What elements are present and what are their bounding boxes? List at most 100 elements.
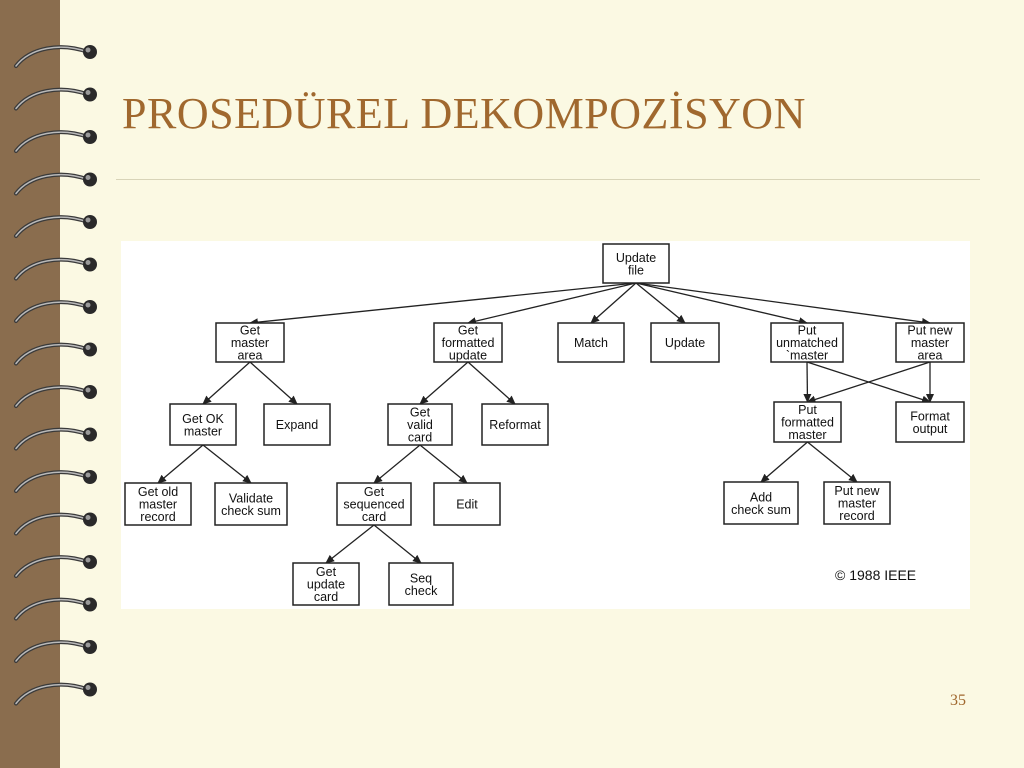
edge-get-master-area-to-expand (249, 361, 298, 405)
spiral-ring (14, 215, 97, 238)
node-label-line: Put new (907, 324, 953, 338)
edge-get-valid-card-to-get-sequenced-card (373, 444, 421, 484)
spiral-ring (14, 682, 97, 706)
spiral-ring (14, 555, 97, 578)
node-label-line: Put (798, 403, 817, 417)
node-reformat: Reformat (481, 403, 549, 446)
spiral-ring (14, 597, 97, 621)
node-match: Match (557, 322, 625, 363)
node-label-line: Get (316, 565, 337, 579)
node-label-line: master (911, 336, 949, 350)
spiral-ring (14, 45, 97, 68)
node-box (215, 322, 285, 363)
node-label-line: Get old (138, 485, 178, 499)
binder-strip (0, 0, 60, 768)
diagram-canvas: UpdatefileGetmasterareaGetformattedupdat… (124, 243, 965, 606)
node-edit: Edit (433, 482, 501, 526)
node-box (124, 482, 192, 526)
node-label-line: Get (458, 324, 479, 338)
edge-put-formatted-master-to-put-new-master-record (807, 441, 858, 483)
node-label-line: Get (410, 406, 431, 420)
node-box (723, 481, 799, 525)
edge-put-new-master-area-to-put-formatted-master (806, 361, 931, 404)
spiral-binding-icon (14, 45, 97, 706)
node-label-line: unmatched (776, 336, 838, 350)
node-label-line: check sum (221, 504, 281, 518)
node-label-line: area (917, 349, 942, 363)
node-label-line: Update (665, 336, 705, 350)
node-label-line: Get (240, 324, 261, 338)
node-label-line: formatted (442, 336, 495, 350)
edge-get-ok-master-to-get-old-master-record (157, 444, 204, 484)
node-label-line: Match (574, 336, 608, 350)
node-box (895, 401, 965, 443)
node-label-line: Seq (410, 571, 432, 585)
node-label-line: file (628, 263, 644, 277)
node-label-line: `master (786, 349, 828, 363)
node-box (214, 482, 288, 526)
node-box (388, 562, 454, 606)
node-box (387, 403, 453, 446)
node-label-line: Validate (229, 491, 273, 505)
slide-title: PROSEDÜREL DEKOMPOZİSYON (122, 89, 806, 138)
node-box (557, 322, 625, 363)
diagram-edges (157, 282, 934, 564)
node-label-line: Format (910, 409, 950, 423)
spiral-ring (14, 130, 97, 153)
node-label-line: master (184, 424, 222, 438)
node-label-line: Update (616, 251, 656, 265)
node-label-line: Get (364, 485, 385, 499)
node-expand: Expand (263, 403, 331, 446)
node-label-line: card (408, 431, 432, 445)
spiral-binding (0, 0, 120, 768)
node-label-line: output (913, 422, 948, 436)
node-box (433, 322, 503, 363)
diagram-nodes: UpdatefileGetmasterareaGetformattedupdat… (124, 243, 965, 606)
node-box (433, 482, 501, 526)
node-label-line: area (237, 349, 262, 363)
spiral-ring (14, 470, 97, 493)
edge-get-sequenced-card-to-seq-check (373, 524, 422, 564)
spiral-ring (14, 257, 97, 281)
edge-put-unmatched-master-to-put-formatted-master (803, 361, 812, 403)
node-box (169, 403, 237, 446)
spiral-ring (14, 512, 97, 536)
node-box (602, 243, 670, 284)
edge-get-valid-card-to-edit (419, 444, 468, 484)
node-box (650, 322, 720, 363)
node-box (336, 482, 412, 526)
node-label-line: record (140, 510, 175, 524)
edge-get-master-area-to-get-ok-master (202, 361, 251, 405)
edge-get-ok-master-to-validate-check-sum (202, 444, 252, 484)
node-label-line: check sum (731, 503, 791, 517)
node-label-line: sequenced (343, 498, 404, 512)
node-label-line: update (449, 349, 487, 363)
node-box (292, 562, 360, 606)
node-label-line: Add (750, 490, 772, 504)
edge-update-file-to-put-unmatched-master (635, 282, 808, 326)
edge-put-formatted-master-to-add-check-sum (760, 441, 808, 483)
spiral-ring (14, 172, 97, 196)
node-label-line: Get OK (182, 412, 224, 426)
node-label-line: Put new (834, 484, 880, 498)
edge-update-file-to-get-master-area (249, 282, 637, 327)
spiral-ring (14, 87, 97, 111)
edge-get-formatted-update-to-reformat (467, 361, 516, 405)
edge-get-sequenced-card-to-get-update-card (325, 524, 375, 564)
edge-update-file-to-update (635, 282, 686, 324)
node-box (773, 401, 842, 443)
node-label-line: check (405, 584, 438, 598)
node-label-line: Put (798, 324, 817, 338)
node-label-line: Reformat (489, 418, 541, 432)
